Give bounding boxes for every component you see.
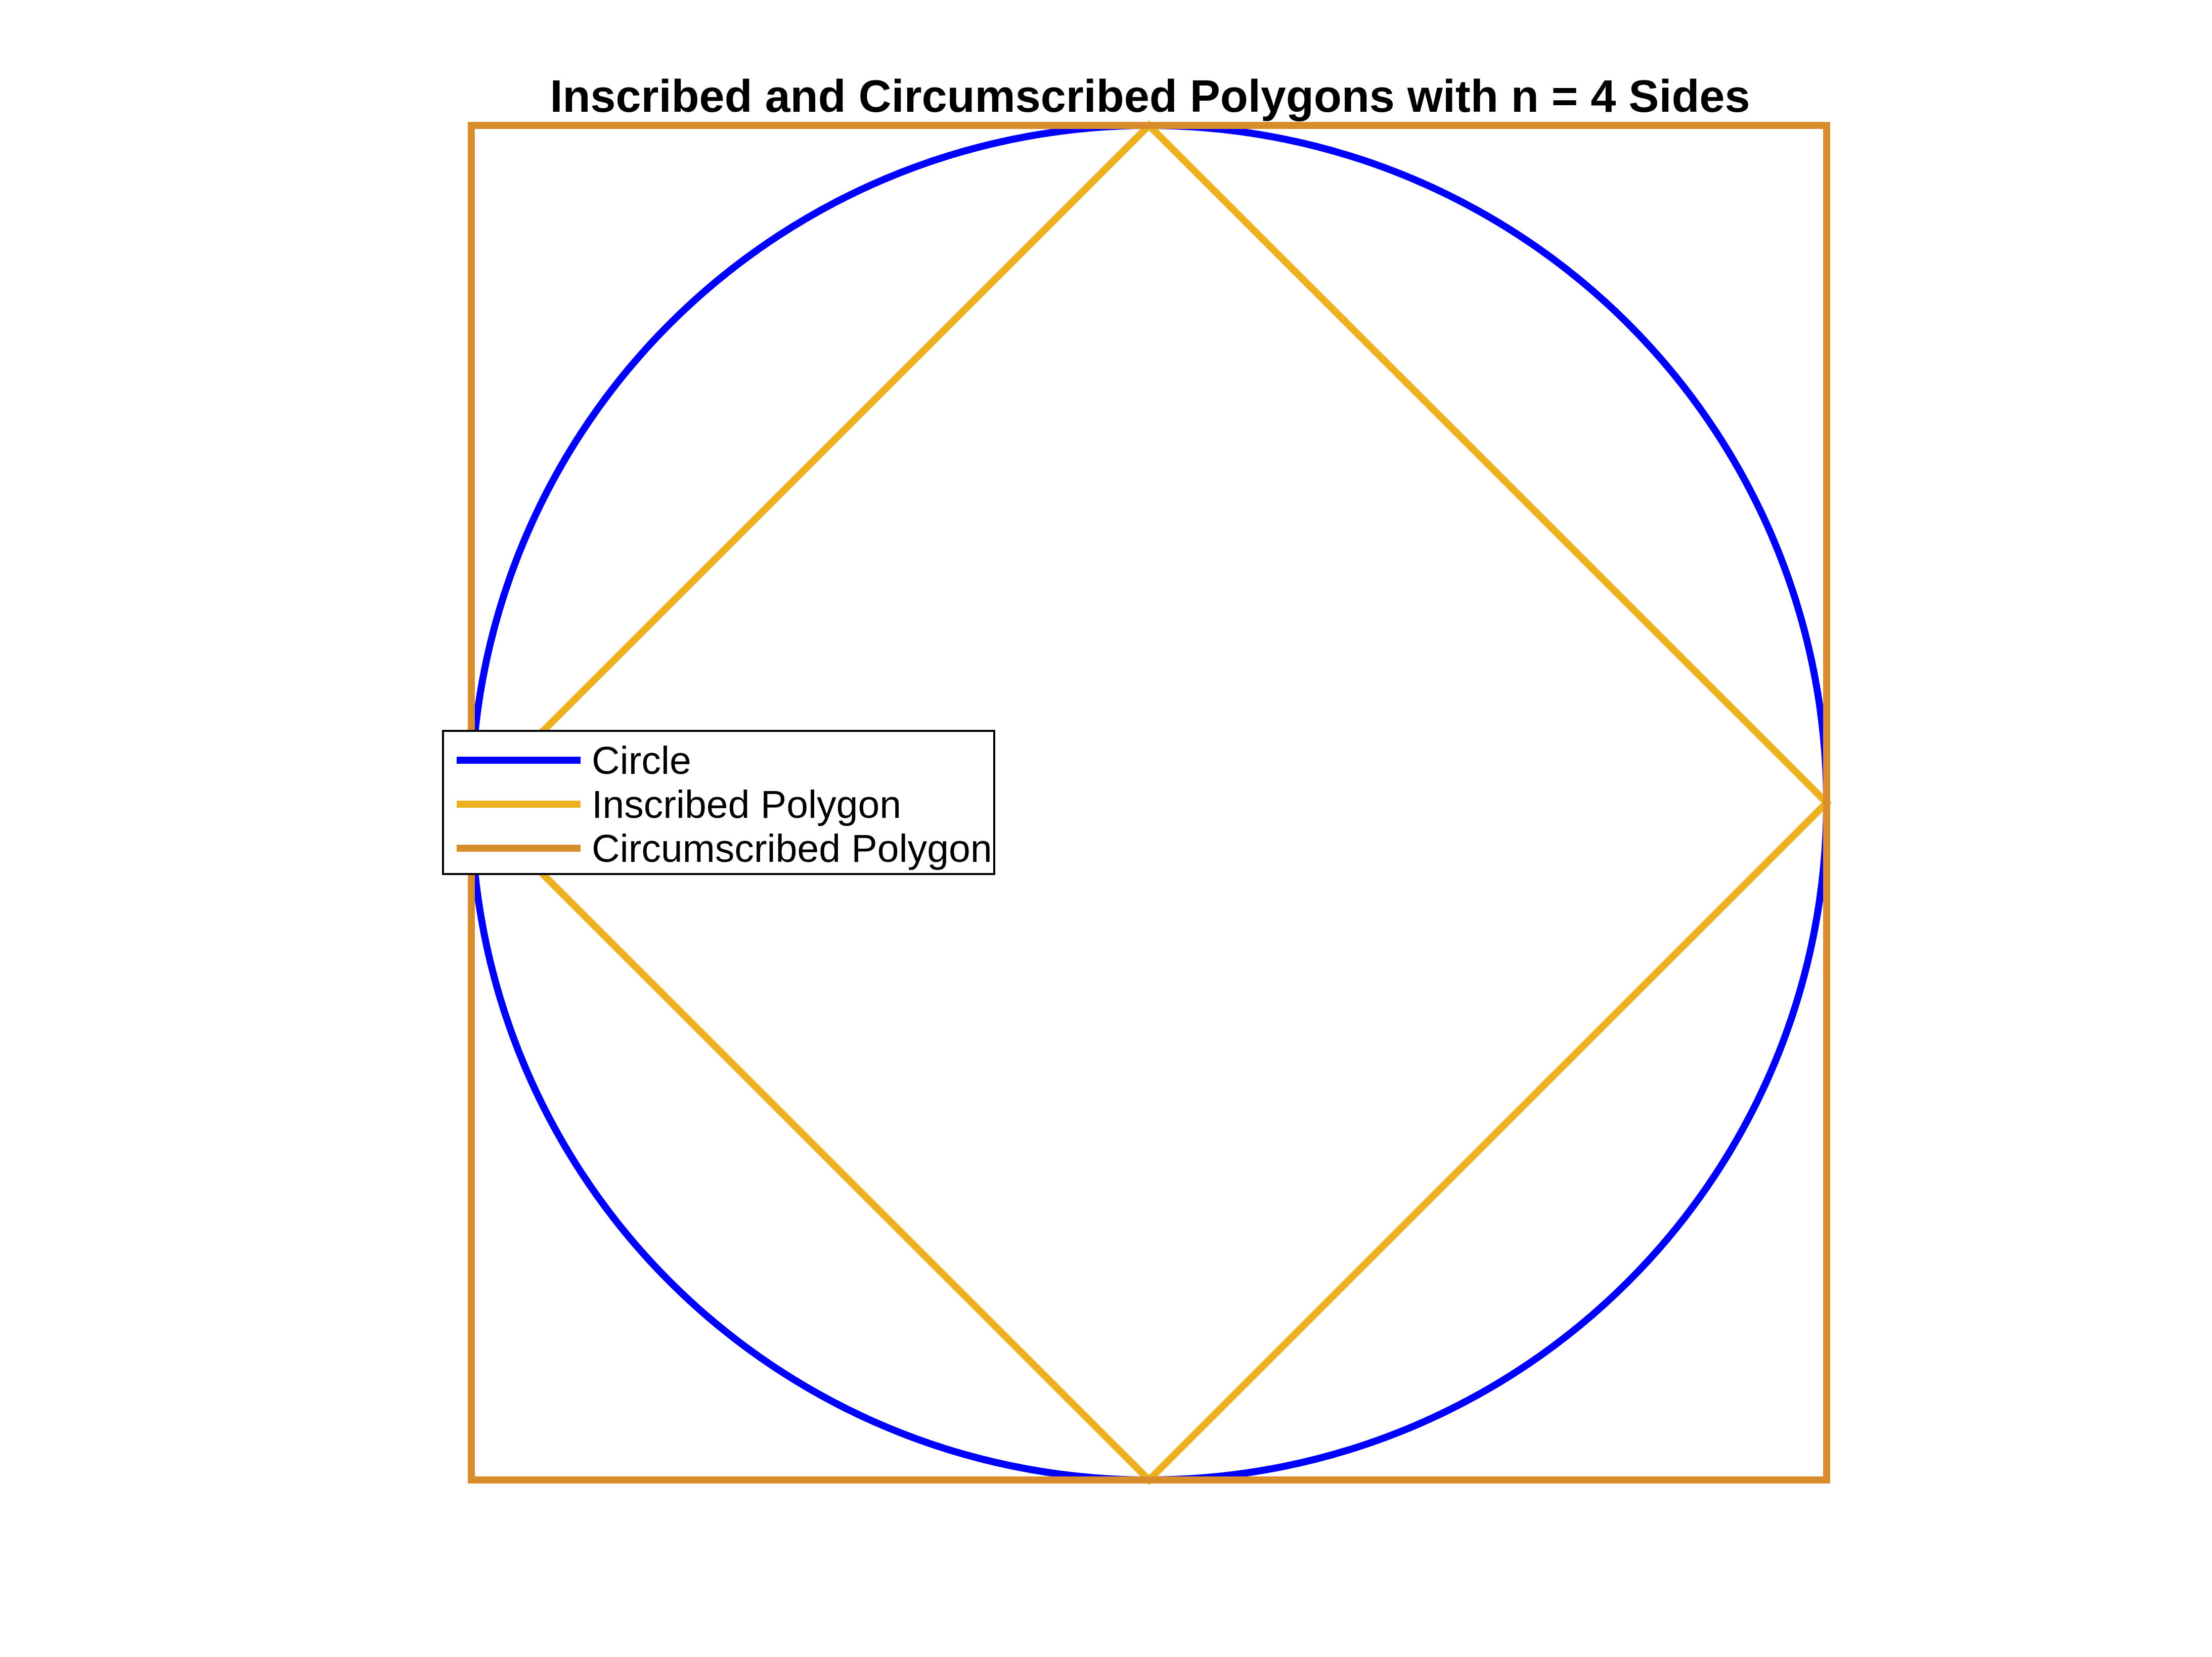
circumscribed-polygon-series — [468, 122, 1830, 1484]
chart-title: Inscribed and Circumscribed Polygons wit… — [550, 71, 1750, 122]
legend-label-inscribed-polygon: Inscribed Polygon — [592, 783, 901, 826]
legend-label-circle: Circle — [592, 739, 691, 782]
legend-label-circumscribed-polygon: Circumscribed Polygon — [592, 827, 992, 870]
